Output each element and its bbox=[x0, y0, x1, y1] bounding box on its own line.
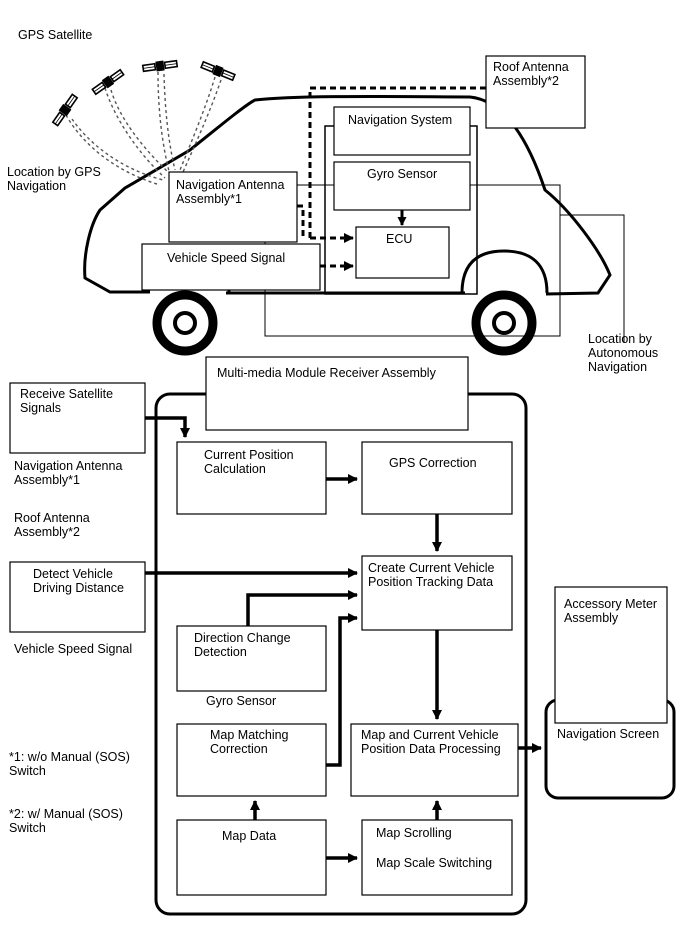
flow-roof-antenna-label: Roof Antenna Assembly*2 bbox=[14, 511, 90, 539]
flow-arrows bbox=[145, 416, 542, 863]
location-by-gps-label: Location by GPS Navigation bbox=[7, 165, 101, 193]
car-boxes bbox=[141, 55, 586, 291]
map-position-label: Map and Current Vehicle Position Data Pr… bbox=[361, 728, 501, 756]
current-position-label: Current Position Calculation bbox=[204, 448, 294, 476]
flow-boxes bbox=[9, 356, 668, 896]
create-tracking-label: Create Current Vehicle Position Tracking… bbox=[368, 561, 495, 589]
map-scrolling-label: Map Scrolling bbox=[376, 826, 452, 840]
note-2: *2: w/ Manual (SOS) Switch bbox=[9, 807, 123, 835]
gyro-sensor-box bbox=[333, 161, 471, 211]
ecu-label: ECU bbox=[386, 232, 413, 246]
rear-wheel bbox=[152, 290, 218, 356]
accessory-meter-box bbox=[554, 586, 668, 724]
direction-change-label: Direction Change Detection bbox=[194, 631, 291, 659]
map-matching-box bbox=[176, 723, 327, 797]
nav-antenna-box bbox=[168, 171, 298, 243]
front-wheel bbox=[471, 290, 537, 356]
nav-antenna-label: Navigation Antenna Assembly*1 bbox=[176, 178, 285, 206]
gps-satellites bbox=[50, 57, 237, 186]
gps-correction-label: GPS Correction bbox=[389, 456, 477, 470]
navigation-screen-label: Navigation Screen bbox=[557, 727, 660, 741]
flow-nav-antenna-label: Navigation Antenna Assembly*1 bbox=[14, 459, 123, 487]
roof-antenna-label: Roof Antenna Assembly*2 bbox=[493, 60, 569, 88]
note-1: *1: w/o Manual (SOS) Switch bbox=[9, 750, 130, 778]
flow-gyro-sensor-label: Gyro Sensor bbox=[206, 694, 277, 708]
satellite-3 bbox=[141, 57, 179, 75]
module-title-box bbox=[205, 356, 469, 431]
navigation-system-box bbox=[333, 106, 471, 156]
satellite-4 bbox=[199, 59, 237, 83]
map-data-label: Map Data bbox=[222, 829, 277, 843]
gps-satellite-label: GPS Satellite bbox=[18, 28, 93, 42]
map-matching-label: Map Matching Correction bbox=[210, 728, 289, 756]
satellite-2 bbox=[90, 67, 126, 97]
roof-antenna-box bbox=[485, 55, 586, 129]
detect-distance-label: Detect Vehicle Driving Distance bbox=[33, 567, 125, 595]
car-body-outline bbox=[83, 94, 612, 296]
flow-vehicle-speed-label: Vehicle Speed Signal bbox=[14, 642, 133, 656]
map-position-box bbox=[350, 723, 519, 797]
receive-satellite-box bbox=[9, 382, 146, 454]
direction-change-box bbox=[176, 625, 327, 692]
receive-satellite-label: Receive Satellite Signals bbox=[20, 387, 114, 415]
create-tracking-box bbox=[361, 555, 513, 631]
map-scrolling-box bbox=[361, 819, 513, 896]
gps-correction-box bbox=[361, 441, 513, 515]
navigation-system-label: Navigation System bbox=[348, 113, 453, 127]
location-by-autonomous-label: Location by Autonomous Navigation bbox=[588, 332, 659, 374]
detect-distance-box bbox=[9, 561, 146, 633]
accessory-meter-label: Accessory Meter Assembly bbox=[564, 597, 658, 625]
car-connectors bbox=[297, 86, 486, 271]
module-title-label: Multi-media Module Receiver Assembly bbox=[217, 366, 436, 380]
map-data-box bbox=[176, 819, 327, 896]
gyro-sensor-label: Gyro Sensor bbox=[367, 167, 438, 181]
map-scale-label: Map Scale Switching bbox=[376, 856, 493, 870]
ecu-box bbox=[355, 226, 450, 279]
front-wheel-arch bbox=[460, 249, 549, 294]
vehicle-speed-label: Vehicle Speed Signal bbox=[167, 251, 286, 265]
satellite-1 bbox=[50, 92, 80, 128]
